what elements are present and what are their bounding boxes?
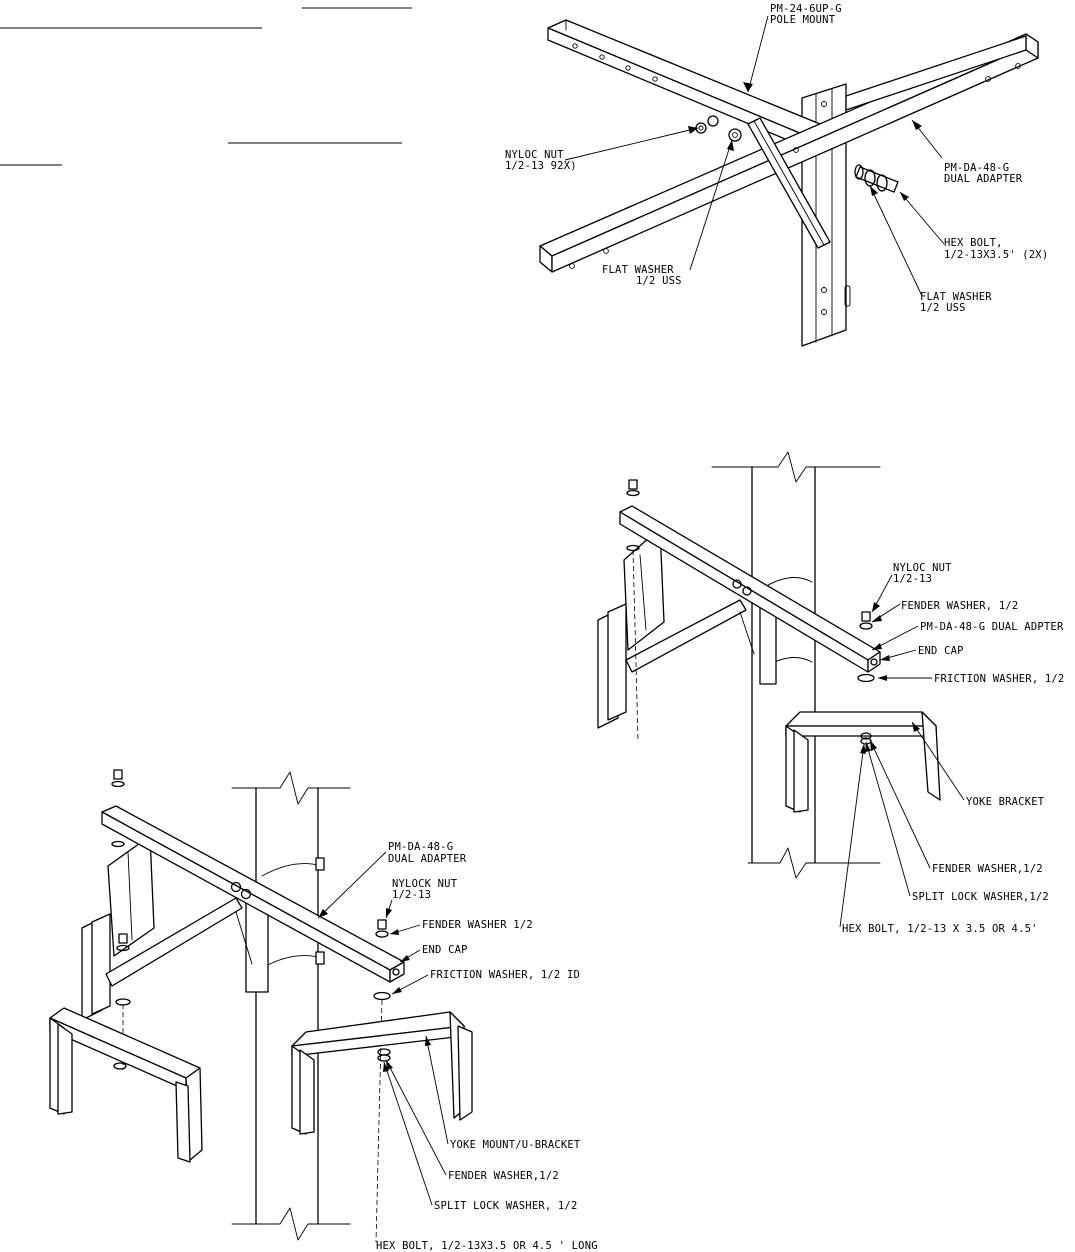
fender-washer-label-left: FENDER WASHER 1/2 xyxy=(422,919,533,931)
split-lock-washer-label-left: SPLIT LOCK WASHER, 1/2 xyxy=(434,1200,577,1212)
pole-mount-name-label: POLE MOUNT xyxy=(770,14,836,26)
hex-bolt-label-2: 1/2-13X3.5' (2X) xyxy=(944,249,1048,261)
split-lock-washer-label-right: SPLIT LOCK WASHER,1/2 xyxy=(912,891,1049,903)
pole-mount-arm-right xyxy=(845,35,1027,111)
hardware-right-stack-right xyxy=(857,611,875,683)
yoke-bracket-label-right: YOKE BRACKET xyxy=(966,796,1045,808)
right-labels: NYLOC NUT 1/2-13 FENDER WASHER, 1/2 PM-D… xyxy=(842,562,1064,935)
hardware-left-stack-right xyxy=(626,479,640,741)
nyloc-nut-label-1: NYLOC NUT xyxy=(505,149,564,161)
dual-adapter-label-right: PM-DA-48-G DUAL ADPTER xyxy=(920,621,1064,633)
brace-left xyxy=(105,897,253,987)
end-cap-label-right: END CAP xyxy=(918,645,964,657)
pole-right xyxy=(711,451,881,879)
yoke-bracket-right xyxy=(785,711,941,813)
header-underlines xyxy=(0,7,412,166)
hex-bolt-label-1: HEX BOLT, xyxy=(944,237,1003,249)
yoke-mount-u-bracket xyxy=(291,1011,473,1135)
diagonal-brace xyxy=(747,117,831,249)
dual-adapter-code-label: PM-DA-48-G xyxy=(944,162,1009,174)
nyloc-nut-label-2: 1/2-13 92X) xyxy=(505,160,577,172)
left-labels: PM-DA-48-G DUAL ADAPTER NYLOCK NUT 1/2-1… xyxy=(376,841,598,1252)
nyloc-nut-label-1-right: NYLOC NUT xyxy=(893,562,952,574)
flat-washer-right-label-1: FLAT WASHER xyxy=(920,291,992,303)
dual-adapter-bar-left xyxy=(101,805,405,983)
dual-adapter-name-label: DUAL ADAPTER xyxy=(944,173,1023,185)
brace-right xyxy=(625,599,755,673)
fender-washer-bottom-label-left: FENDER WASHER,1/2 xyxy=(448,1170,559,1182)
flat-washer-left-label-2: 1/2 USS xyxy=(636,275,682,287)
left-bracket-right xyxy=(597,527,665,729)
end-cap-label-left: END CAP xyxy=(422,944,468,956)
nylock-nut-label-1-left: NYLOCK NUT xyxy=(392,878,458,890)
fender-washer-label-right: FENDER WASHER, 1/2 xyxy=(901,600,1018,612)
dual-adapter-bar-right xyxy=(619,505,881,673)
fender-washer-bottom-label-right: FENDER WASHER,1/2 xyxy=(932,863,1043,875)
top-leaders xyxy=(564,15,945,297)
friction-washer-label-right: FRICTION WASHER, 1/2 xyxy=(934,673,1064,685)
hex-bolt-label-left: HEX BOLT, 1/2-13X3.5 OR 4.5 ' LONG xyxy=(376,1240,598,1252)
nyloc-nut-label-2-right: 1/2-13 xyxy=(893,573,932,585)
pole-left xyxy=(231,771,351,1241)
dual-adapter-bar xyxy=(539,33,1039,273)
nylock-nut-label-2-left: 1/2-13 xyxy=(392,889,431,901)
pole-mount-arm xyxy=(547,19,821,147)
pole-mount-code-label: PM-24-6UP-G xyxy=(770,3,842,15)
flat-washer-right-label-2: 1/2 USS xyxy=(920,302,966,314)
yoke-mount-label-left: YOKE MOUNT/U-BRACKET xyxy=(450,1139,581,1151)
left-u-bracket xyxy=(49,1007,203,1163)
top-pole-mount-diagram: PM-24-6UP-G POLE MOUNT NYLOC NUT 1/2-13 … xyxy=(505,3,1048,347)
flat-washer-left-label-1: FLAT WASHER xyxy=(602,264,674,276)
left-hanging-bracket xyxy=(81,835,155,1021)
friction-washer-label-left: FRICTION WASHER, 1/2 ID xyxy=(430,969,580,981)
right-leaders xyxy=(839,574,965,928)
left-yoke-mount-diagram: PM-DA-48-G DUAL ADAPTER NYLOCK NUT 1/2-1… xyxy=(49,769,598,1252)
right-yoke-assembly-diagram: NYLOC NUT 1/2-13 FENDER WASHER, 1/2 PM-D… xyxy=(597,451,1064,935)
hex-bolt-label-right: HEX BOLT, 1/2-13 X 3.5 OR 4.5' xyxy=(842,923,1038,935)
top-labels: PM-24-6UP-G POLE MOUNT NYLOC NUT 1/2-13 … xyxy=(505,3,1048,314)
dual-adapter-code-label-left: PM-DA-48-G xyxy=(388,841,453,853)
hardware-top xyxy=(695,115,899,193)
left-leaders xyxy=(317,851,449,1206)
dual-adapter-name-label-left: DUAL ADAPTER xyxy=(388,853,467,865)
